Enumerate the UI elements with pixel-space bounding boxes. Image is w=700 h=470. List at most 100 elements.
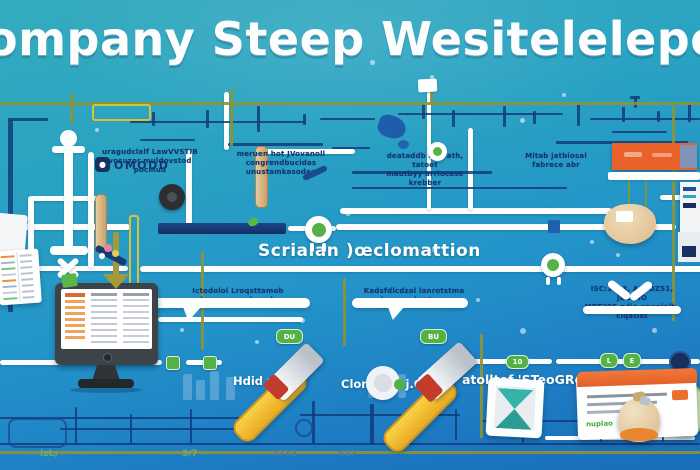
speck (370, 60, 375, 65)
location-pin-icon (428, 142, 447, 161)
connector-line (140, 266, 700, 272)
speck (180, 328, 184, 332)
screen-line (1, 267, 16, 271)
screen-line (21, 284, 34, 287)
sketch-line (657, 111, 660, 122)
sketch-line (257, 106, 260, 132)
chart-bar (226, 377, 235, 400)
sketch-line (152, 112, 155, 126)
pin-leg (322, 243, 326, 252)
sub-label-2-line1: Kadsfdlcdzol lanrotstma (363, 287, 465, 295)
screen-line (91, 299, 117, 301)
connector-line (28, 196, 34, 268)
guide-line (672, 106, 675, 321)
pin-leg (557, 277, 561, 285)
speck (300, 318, 305, 323)
step-label-4: Mitab jatbiosal fabrece abr (514, 152, 598, 170)
sketch-line (300, 414, 460, 416)
screen-line (0, 255, 15, 259)
speck (616, 253, 620, 257)
connector-line (340, 208, 612, 214)
connector-line (688, 359, 700, 364)
step-label-1: uragudclalf LawVVSTIB vosuzor muldovstod… (100, 148, 200, 175)
logo-badge-icon: ● (95, 157, 110, 172)
speck (590, 240, 594, 244)
browser-footer-text: nuplao (585, 419, 614, 429)
sketch-line (190, 409, 192, 444)
connector-line (468, 128, 473, 210)
step-label-3: deataddb awwath, tatoot mautbyy arriocas… (374, 152, 476, 188)
guide-line (480, 334, 483, 438)
tab-bar (583, 306, 681, 314)
step-label-3-line1: deataddb awwath, tatoot (386, 152, 464, 169)
sketch-line (556, 141, 688, 144)
blueprint-circle (295, 419, 313, 437)
screen-line (65, 330, 85, 333)
monitor-screen (61, 289, 152, 349)
connector-line (158, 317, 303, 322)
sketch-line (206, 110, 209, 128)
lens-icon (366, 366, 400, 400)
screen-line (3, 297, 18, 301)
yellow-outline-vbar (129, 215, 139, 287)
screen-line (2, 279, 17, 283)
guide-line (645, 178, 647, 212)
ink-blob (398, 140, 409, 149)
sketch-line (75, 407, 77, 444)
sketch-line (455, 409, 457, 440)
blueprint-box (8, 418, 67, 448)
screen-line (91, 335, 117, 337)
badge-du: DU (276, 329, 303, 344)
step-label-2-line2: congrendbucidas unustamkasodan (245, 159, 317, 176)
screen-line (65, 324, 85, 327)
connector-line (288, 226, 314, 231)
screen-line (123, 305, 149, 307)
screen-line (21, 278, 34, 281)
step-label-1-line1: uragudclalf LawVVSTIB (102, 148, 198, 156)
sketch-line (228, 143, 323, 146)
sketch-line (612, 131, 667, 133)
sketch-line (503, 106, 506, 127)
browser-badge (671, 389, 689, 401)
sketch-line (320, 118, 375, 120)
screen-line (91, 341, 117, 343)
sketch-line (352, 171, 492, 174)
speck (652, 328, 657, 333)
sketch-line (370, 404, 374, 444)
monitor-button (103, 353, 112, 362)
badge-ten: 10 (506, 355, 529, 369)
screen-line (2, 285, 17, 289)
speck (95, 128, 99, 132)
pin-leg (546, 277, 550, 285)
step-label-1-line2: vosuzor muldovstod pocmuu (108, 157, 192, 174)
sketch-line (303, 114, 306, 125)
sketch-line (452, 110, 455, 127)
chart-bar (210, 371, 219, 400)
guide-line (628, 178, 630, 216)
speck (520, 328, 526, 334)
screen-line (65, 306, 85, 309)
sketch-line (622, 107, 625, 122)
screen-line (91, 329, 117, 331)
screen-line (123, 323, 149, 325)
badge-blank (203, 356, 217, 370)
screen-line (91, 305, 117, 307)
step-label-2-line1: meruen hot JVovanoll (236, 150, 326, 158)
sketch-line (533, 111, 536, 124)
screen-line (123, 341, 149, 343)
screen-line (16, 252, 21, 303)
sketch-line (312, 401, 315, 444)
sketch-line (140, 139, 195, 141)
ruler-mark: IzL; (40, 449, 58, 459)
navy-bar (158, 223, 286, 234)
screen-line (123, 293, 149, 296)
location-pin-icon (305, 216, 332, 243)
screen-line (21, 289, 35, 293)
step-label-4-line2: fabrece abr (532, 161, 580, 169)
sketch-line (8, 118, 48, 121)
sketch-line (590, 118, 700, 120)
screen-line (20, 272, 33, 275)
sticky-note-icon (61, 273, 78, 288)
sketch-line (130, 121, 305, 123)
